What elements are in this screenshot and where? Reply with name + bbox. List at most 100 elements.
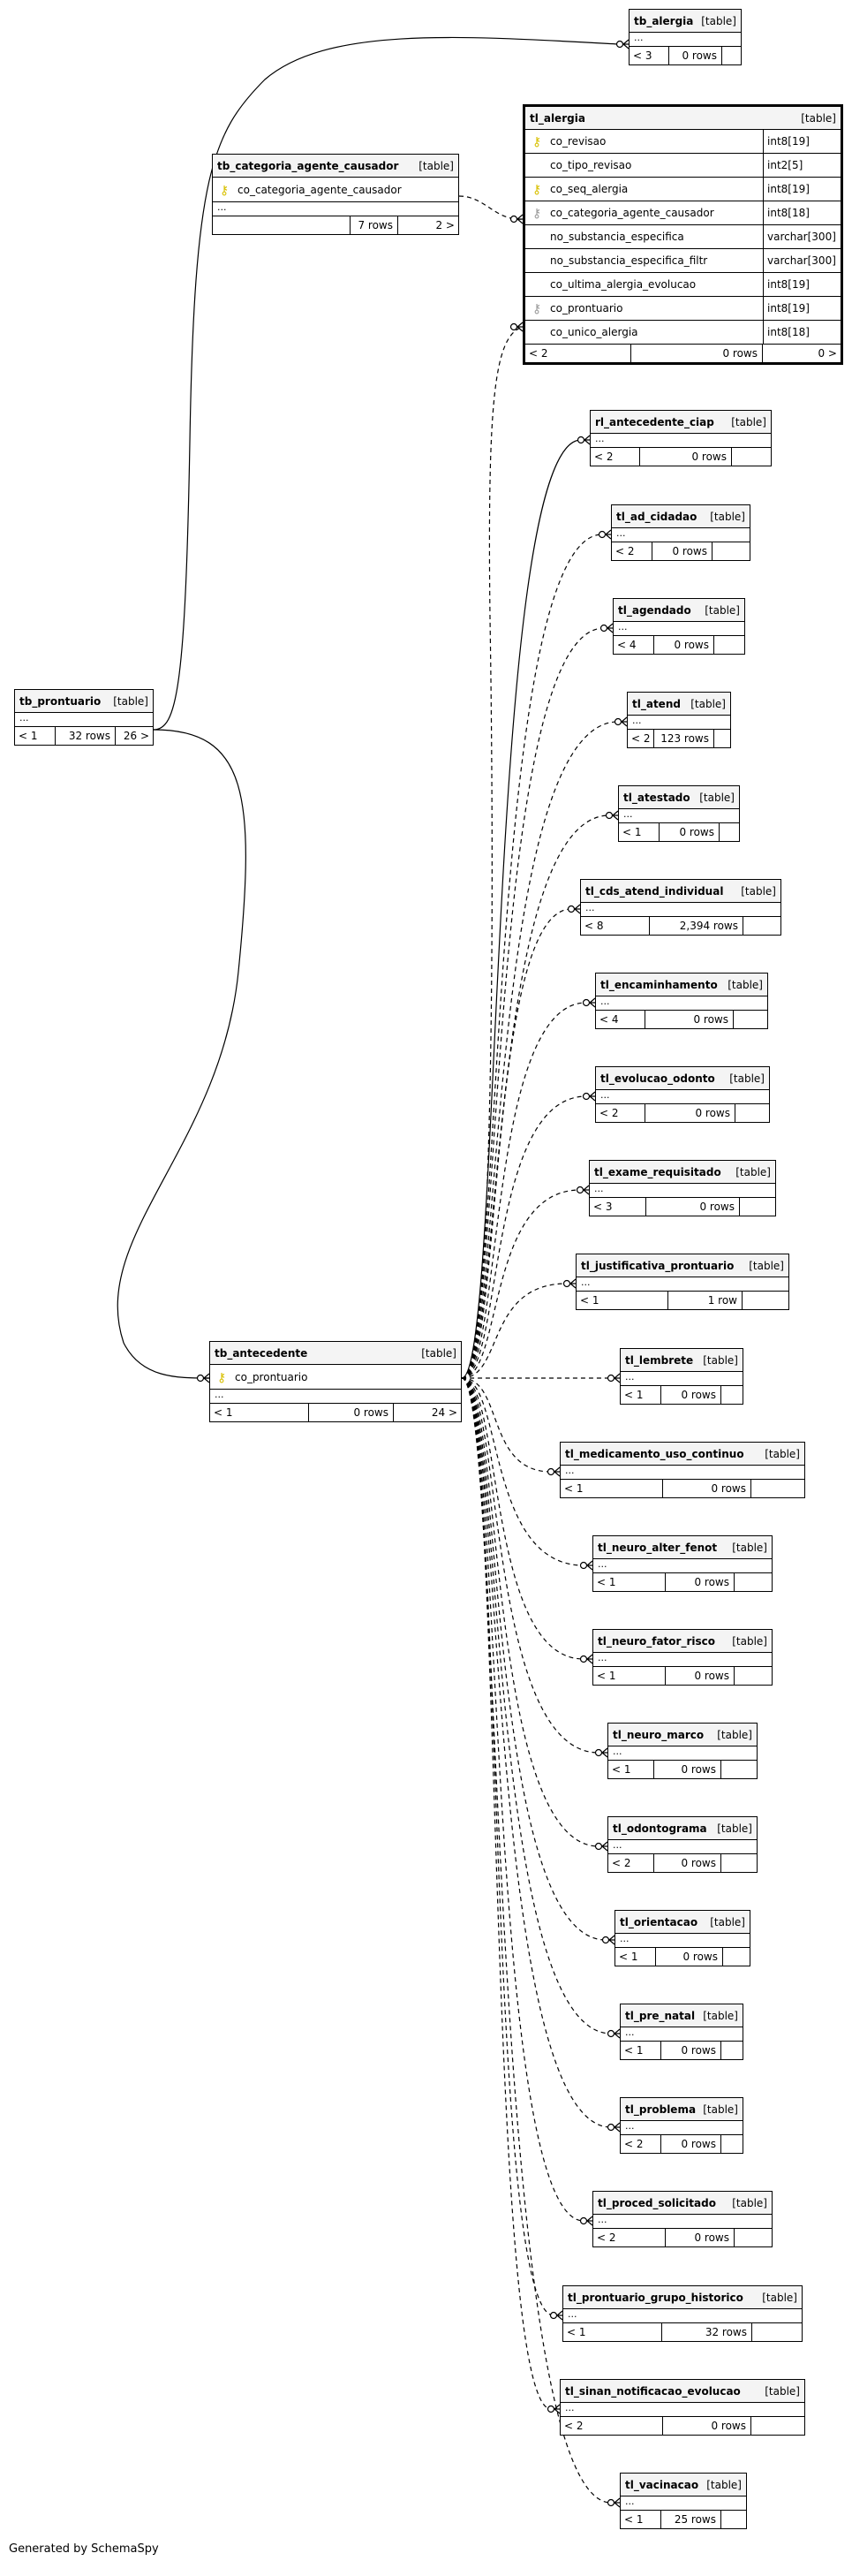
row-count: 0 rows [661, 1386, 721, 1404]
table-header: tl_evolucao_odonto[table] [596, 1067, 769, 1090]
row-count: 0 rows [660, 823, 720, 841]
table-kind: [table] [732, 1541, 767, 1554]
relationship-line [461, 1377, 554, 2316]
table-tb-categoria-agente-causador[interactable]: tb_categoria_agente_causador[table] ⚷co_… [212, 154, 459, 235]
child-count: 24 > [431, 1406, 457, 1419]
columns-ellipsis: ... [590, 1184, 775, 1198]
parent-count: < 1 [15, 727, 56, 745]
column-type: int8[18] [763, 201, 841, 224]
crows-foot-marker [601, 1935, 615, 1945]
crows-foot-marker [547, 2404, 561, 2414]
table-name: tl_prontuario_grupo_historico [568, 2291, 743, 2304]
row-count: 123 rows [654, 730, 714, 747]
child-count [735, 2229, 772, 2246]
columns-ellipsis: ... [593, 1559, 772, 1573]
table-kind: [table] [728, 978, 763, 991]
table-kind: [table] [699, 791, 735, 804]
columns-ellipsis: ... [561, 2403, 804, 2417]
table-kind: [table] [705, 603, 740, 617]
columns-ellipsis: ... [621, 2027, 743, 2042]
row-count: 0 rows [663, 1480, 751, 1497]
parent-count: < 2 [608, 1854, 654, 1872]
table-header: tb_categoria_agente_causador[table] [213, 155, 458, 178]
parent-count: < 4 [614, 636, 654, 654]
table-name: tl_odontograma [613, 1822, 707, 1835]
table-header: tb_alergia[table] [630, 10, 741, 33]
crows-foot-marker [582, 1091, 596, 1102]
relationship-line [461, 1377, 584, 1660]
parent-count: < 4 [596, 1011, 645, 1028]
table-tb-antecedente[interactable]: tb_antecedente[table] ⚷co_prontuario ...… [209, 1341, 462, 1422]
crows-foot-marker [582, 997, 596, 1008]
columns-ellipsis: ... [593, 1653, 772, 1667]
table-kind: [table] [762, 2291, 797, 2304]
relationship-line [461, 1377, 599, 1847]
table-tl-justificativa-prontuario[interactable]: tl_justificativa_prontuario[table] ... <… [576, 1254, 789, 1310]
parent-count: < 3 [590, 1198, 646, 1216]
table-name: tl_orientacao [620, 1915, 698, 1928]
columns-ellipsis: ... [621, 2496, 746, 2511]
child-count [723, 1948, 750, 1966]
table-name: tl_cds_atend_individual [585, 884, 724, 898]
table-tl-medicamento-uso-continuo[interactable]: tl_medicamento_uso_continuo[table] ... <… [560, 1442, 805, 1498]
crows-foot-marker [607, 2122, 621, 2133]
table-kind: [table] [801, 111, 836, 125]
relationship-line [461, 1377, 584, 2222]
child-count [734, 1011, 767, 1028]
crows-foot-marker [607, 2497, 621, 2508]
table-header: tl_orientacao[table] [615, 1911, 750, 1934]
child-count [714, 730, 730, 747]
columns-ellipsis: ... [581, 903, 780, 917]
row-count: 0 rows [669, 47, 722, 64]
table-name: tb_alergia [634, 14, 694, 27]
crows-foot-marker [599, 623, 614, 633]
columns-ellipsis: ... [608, 1746, 757, 1761]
table-kind: [table] [703, 2009, 738, 2022]
parent-count: < 1 [563, 2323, 662, 2341]
table-header: tl_justificativa_prontuario[table] [577, 1254, 788, 1277]
table-kind: [table] [703, 2102, 738, 2116]
table-name: tl_ad_cidadao [616, 510, 697, 523]
table-header: tl_encaminhamento[table] [596, 974, 767, 996]
table-tl-sinan-notificacao-evolucao[interactable]: tl_sinan_notificacao_evolucao[table] ...… [560, 2379, 805, 2436]
table-name: tl_atend [632, 697, 681, 710]
columns-ellipsis: ... [614, 622, 744, 636]
row-count: 0 rows [309, 1404, 394, 1421]
table-tl-prontuario-grupo-historico[interactable]: tl_prontuario_grupo_historico[table] ...… [562, 2285, 803, 2342]
row-count: 0 rows [666, 2229, 735, 2246]
parent-count: < 2 [612, 542, 652, 560]
table-name: tl_lembrete [625, 1353, 694, 1367]
crows-foot-marker [598, 529, 612, 540]
